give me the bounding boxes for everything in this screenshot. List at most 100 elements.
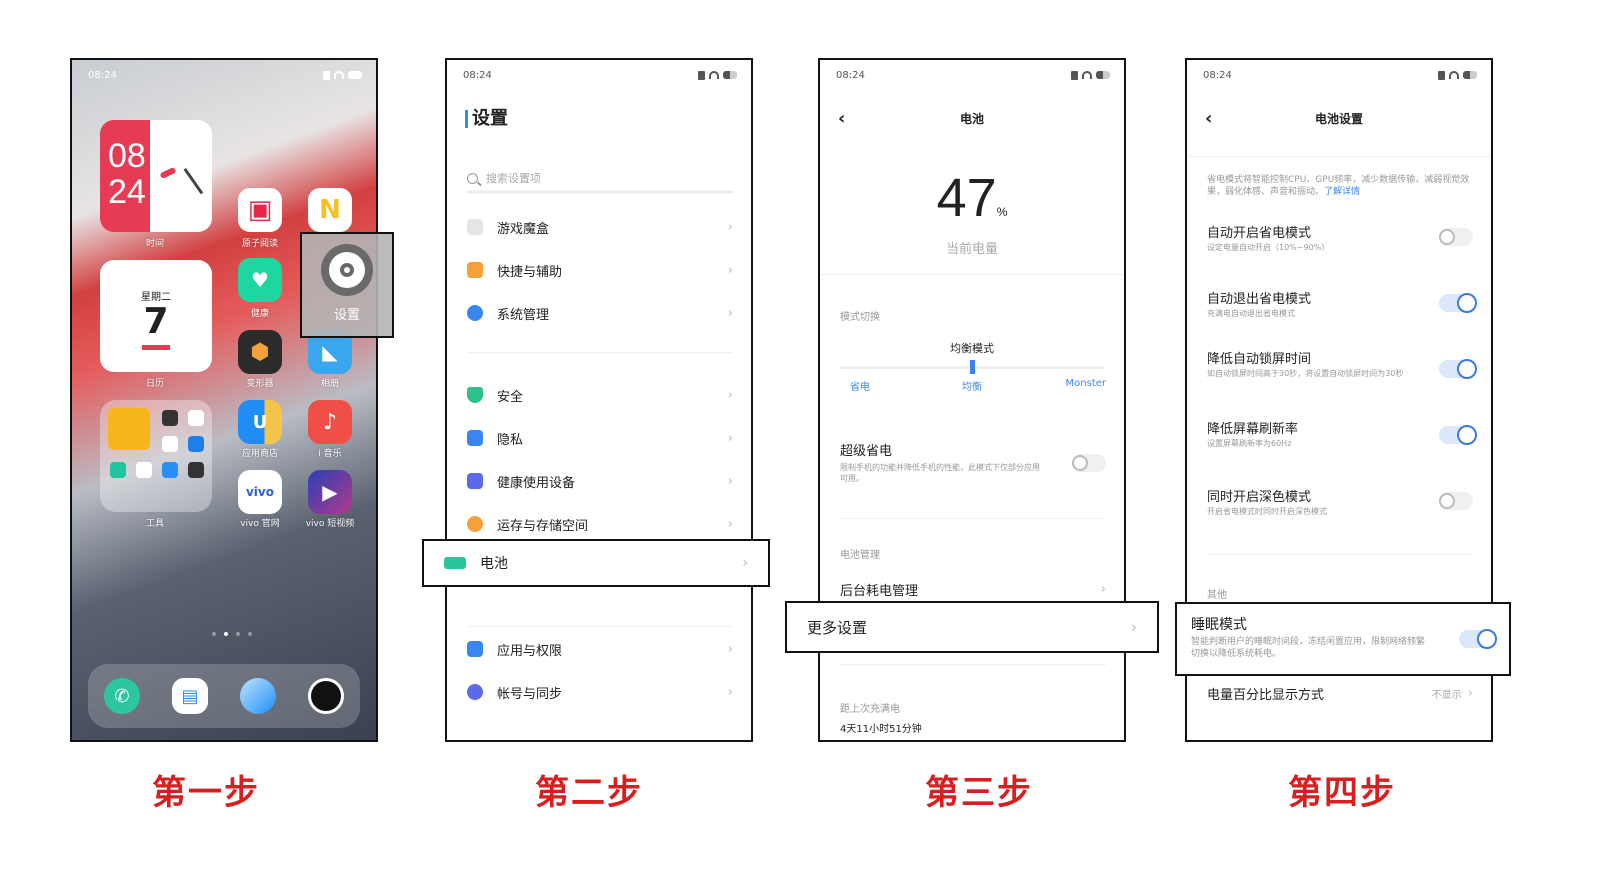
calendar-widget-label: 日历 [145, 379, 164, 389]
flashlight-icon [162, 436, 178, 452]
camera-icon[interactable] [308, 678, 344, 714]
pie-icon [467, 516, 483, 532]
mode-slider[interactable] [840, 360, 1104, 374]
app-imusic[interactable]: ♪ [308, 400, 352, 444]
item-label: 帐号与同步 [497, 686, 563, 702]
app-vivo-website[interactable]: vivo [238, 470, 282, 514]
step-4-label: 第四步 [1288, 773, 1396, 813]
mode-option-balanced[interactable]: 均衡 [962, 382, 982, 393]
intro-body: 省电模式将智能控制CPU、GPU频率，减少数据传输，减弱视觉效果，弱化体感、声音… [1207, 175, 1470, 197]
more-settings-button[interactable]: 更多设置 › [785, 601, 1159, 653]
settings-item-account[interactable]: 帐号与同步› [467, 679, 733, 705]
app-notes[interactable]: N [308, 188, 352, 232]
settings-item-apps[interactable]: 应用与权限› [467, 636, 733, 662]
status-bar: 08:24 [836, 68, 1110, 82]
refresh-rate-toggle[interactable] [1439, 425, 1477, 445]
calendar-widget[interactable]: 星期二 7 [100, 260, 212, 372]
settings-item-battery[interactable]: 电池 › [422, 539, 770, 587]
sim-icon [1438, 70, 1445, 80]
status-bar: 08:24 [463, 68, 737, 82]
app-yuanzi-reader[interactable]: ▣ [238, 188, 282, 232]
sleep-mode-desc: 智能判断用户的睡眠时间段，冻结闲置应用，限制网络频繁切换以降低系统耗电。 [1191, 637, 1426, 659]
mode-option-save[interactable]: 省电 [850, 382, 870, 393]
auto-exit-toggle[interactable] [1439, 293, 1477, 313]
battery-mgmt-section: 电池管理 [840, 550, 880, 561]
item-label: 后台耗电管理 [840, 583, 919, 599]
page-title: 电池 [959, 112, 984, 126]
app-label: 相册 [320, 379, 339, 389]
settings-item-privacy[interactable]: 隐私 › [467, 425, 733, 451]
battery-percent-value: 47 [936, 168, 997, 228]
app-store[interactable]: U [238, 400, 282, 444]
item-label: 快捷与辅助 [497, 264, 563, 280]
item-label: 电池 [480, 556, 508, 572]
step-1-label: 第一步 [152, 773, 260, 813]
lock-icon [467, 430, 483, 446]
cloud-icon [188, 436, 204, 452]
sim-icon [698, 70, 705, 80]
calculator-icon [162, 410, 178, 426]
browser-icon[interactable] [240, 678, 276, 714]
lock-time-toggle[interactable] [1439, 359, 1477, 379]
wifi-icon [709, 71, 719, 79]
bg-power-mgmt[interactable]: 后台耗电管理 › [840, 576, 1106, 602]
app-vivo-video[interactable]: ▶ [308, 470, 352, 514]
app-health[interactable]: ♥ [238, 258, 282, 302]
status-bar: 08:24 [88, 68, 362, 82]
sleep-mode-toggle[interactable] [1459, 629, 1497, 649]
app-label: 应用商店 [241, 449, 278, 459]
super-save-toggle[interactable] [1072, 454, 1106, 472]
chevron-right-icon: › [727, 430, 733, 446]
app-label: 变形器 [246, 379, 274, 389]
shield-icon [467, 387, 483, 403]
back-button[interactable]: ‹ [1205, 108, 1213, 129]
settings-screen: 08:24 设置 搜索设置项 游戏魔盒› 快捷与辅助› 系统管理› 安全› 隐私… [445, 58, 753, 742]
tools-folder[interactable] [100, 400, 212, 512]
dock: ✆ ▤ [88, 664, 360, 728]
percent-display-value: 不显示 [1431, 689, 1462, 701]
learn-more-link[interactable]: 了解详情 [1324, 187, 1361, 197]
item-label: 系统管理 [497, 307, 550, 323]
settings-app-highlight[interactable]: 设置 [300, 232, 394, 338]
calendar-day: 7 [143, 301, 169, 342]
settings-item-system[interactable]: 系统管理› [467, 300, 733, 326]
settings-item-storage[interactable]: 运存与存储空间› [467, 511, 733, 537]
super-save-desc: 限制手机的功能并降低手机的性能，此模式下仅部分应用可用。 [840, 463, 1040, 483]
wifi-icon [334, 71, 344, 79]
percent-unit: % [996, 205, 1008, 219]
search-input[interactable]: 搜索设置项 [467, 166, 733, 194]
status-time: 08:24 [463, 69, 492, 81]
hourglass-icon [467, 473, 483, 489]
status-time: 08:24 [88, 69, 117, 81]
auto-enable-toggle[interactable] [1439, 228, 1473, 246]
clock-widget-label: 时间 [145, 239, 164, 249]
mode-option-monster[interactable]: Monster [1065, 378, 1106, 389]
item-label: 安全 [497, 389, 524, 405]
item-label: 隐私 [497, 432, 524, 448]
dark-mode-toggle[interactable] [1439, 492, 1473, 510]
user-icon [467, 684, 483, 700]
option-title: 降低自动锁屏时间 [1207, 352, 1312, 367]
sleep-mode-row[interactable]: 睡眠模式 智能判断用户的睡眠时间段，冻结闲置应用，限制网络频繁切换以降低系统耗电… [1175, 602, 1511, 676]
chevron-right-icon: › [727, 387, 733, 403]
phone-icon[interactable]: ✆ [104, 678, 140, 714]
compass-icon [136, 462, 152, 478]
back-button[interactable]: ‹ [838, 108, 846, 129]
settings-item-health-usage[interactable]: 健康使用设备› [467, 468, 733, 494]
super-save-title: 超级省电 [840, 444, 893, 459]
chevron-right-icon: › [1131, 618, 1137, 636]
slider-thumb[interactable] [970, 360, 975, 374]
chevron-right-icon: › [1100, 581, 1106, 597]
chevron-right-icon: › [742, 555, 748, 571]
settings-item-security[interactable]: 安全 › [467, 382, 733, 408]
chevron-right-icon: › [727, 516, 733, 532]
chevron-right-icon: › [727, 262, 733, 278]
settings-item-game-box[interactable]: 游戏魔盒› [467, 214, 733, 240]
app-transformer[interactable]: ⬢ [238, 330, 282, 374]
settings-item-shortcuts[interactable]: 快捷与辅助 › [467, 257, 733, 283]
messages-icon[interactable]: ▤ [172, 678, 208, 714]
calendar-weekday: 星期二 [141, 292, 171, 303]
option-title: 同时开启深色模式 [1207, 490, 1312, 505]
percent-display-row[interactable]: 电量百分比显示方式不显示› [1207, 680, 1473, 706]
